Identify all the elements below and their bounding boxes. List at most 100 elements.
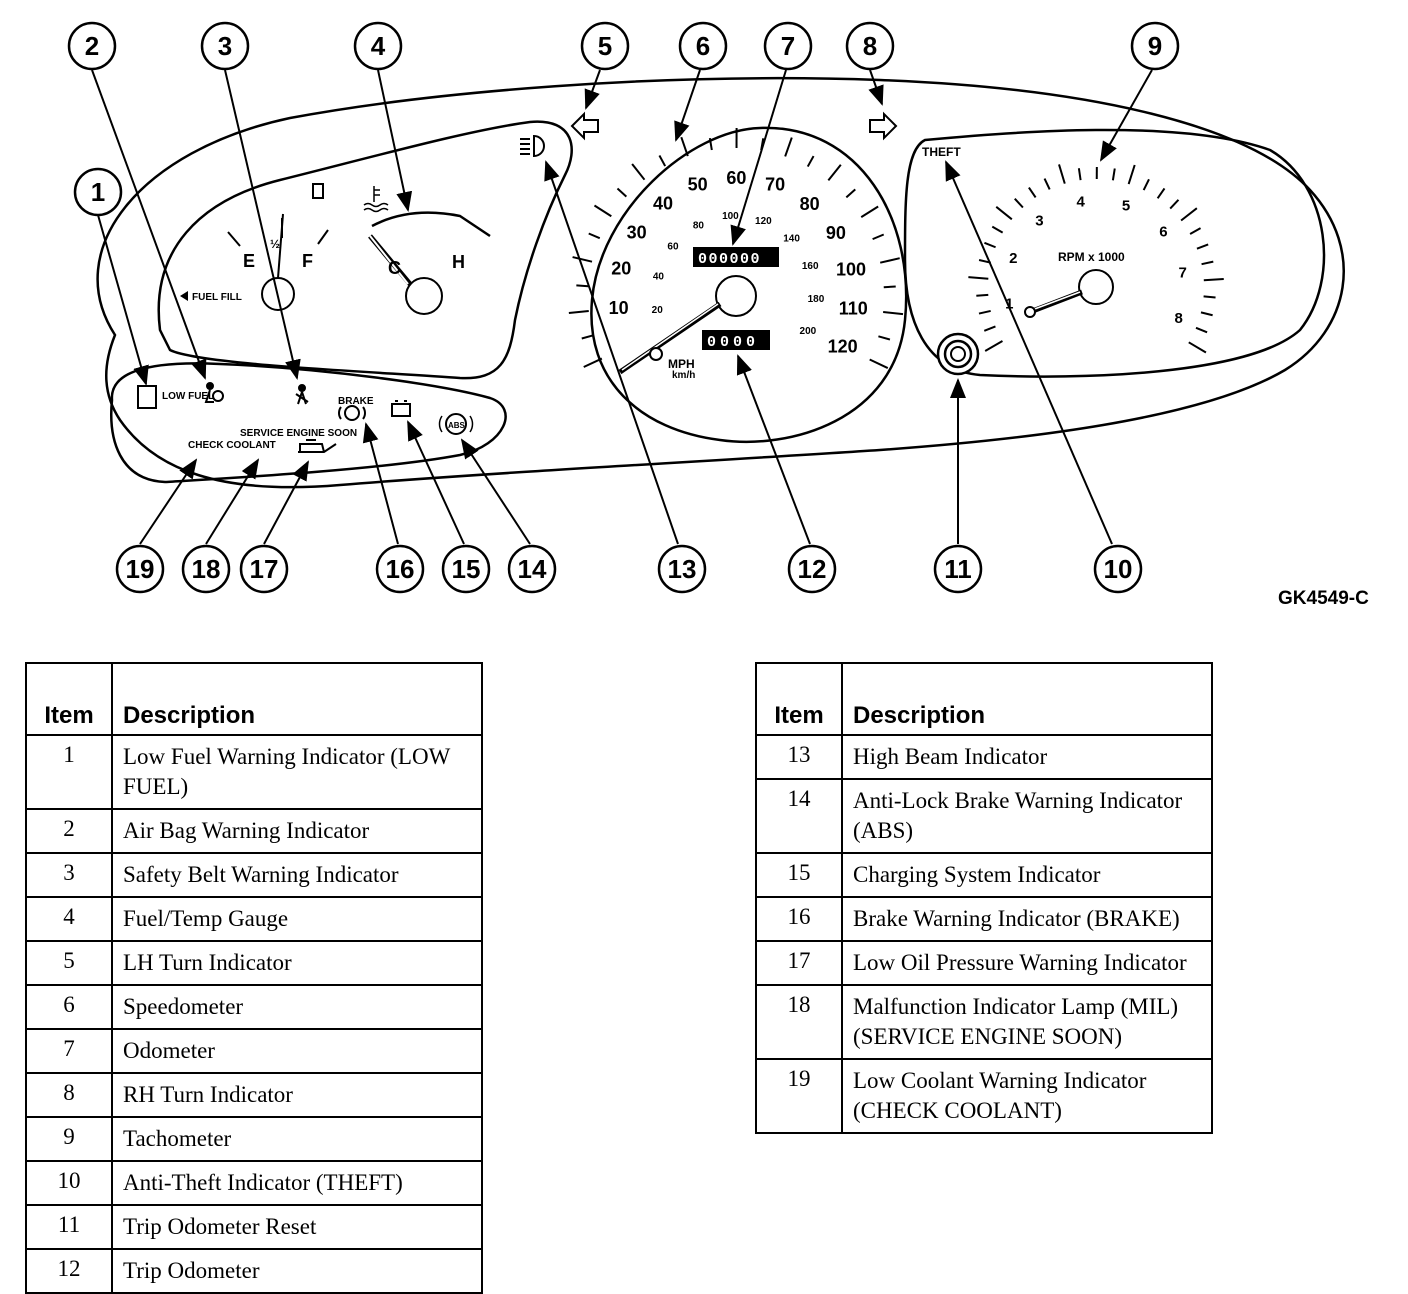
legend-item-description: Air Bag Warning Indicator [112,809,482,853]
callout-number: 4 [371,31,386,61]
fuel-pump-icon [313,184,323,198]
speedo-tick [878,336,890,339]
speedo-tick [659,156,665,167]
coolant-temp-icon [364,186,388,212]
speedo-kmh-label: 160 [802,261,819,272]
callout-5: 5 [582,23,628,69]
description-header: Description [112,663,482,735]
speedo-mph-label: 20 [611,259,631,279]
speedo-tick [880,258,899,262]
mph-label: MPH [668,357,695,371]
speedo-tick [828,165,840,181]
callout-4: 4 [355,23,401,69]
speedo-kmh-label: 60 [667,242,679,253]
legend-item-number: 6 [26,985,112,1029]
speedo-tick [884,287,896,288]
callout-10: 10 [1095,546,1141,592]
legend-item-description: Malfunction Indicator Lamp (MIL) (SERVIC… [842,985,1212,1059]
legend-item-number: 7 [26,1029,112,1073]
legend-item-description: Brake Warning Indicator (BRAKE) [842,897,1212,941]
tach-tick [1197,244,1208,248]
callout-number: 9 [1148,31,1162,61]
speedo-tick [846,189,855,197]
tach-tick [1202,262,1214,265]
legend-item-description: Safety Belt Warning Indicator [112,853,482,897]
callout-17: 17 [241,546,287,592]
lh-turn-arrow-icon [572,114,598,138]
speedo-mph-label: 70 [765,175,785,195]
legend-item-number: 14 [756,779,842,853]
tach-tick [1201,312,1213,315]
item-header: Item [756,663,842,735]
legend-item-description: High Beam Indicator [842,735,1212,779]
legend-item-description: Anti-Lock Brake Warning Indicator (ABS) [842,779,1212,853]
legend-item-description: Anti-Theft Indicator (THEFT) [112,1161,482,1205]
callout-number: 11 [944,554,972,584]
speedo-mph-label: 30 [627,222,647,242]
callout-number: 16 [386,554,415,584]
speedo-mph-label: 90 [826,223,846,243]
speedo-kmh-label: 180 [808,294,825,305]
tach-tick [968,277,988,279]
kmh-label: km/h [672,370,695,381]
temp-h-label: H [452,252,465,272]
speedo-tick [681,137,688,156]
tach-tick [1181,208,1197,220]
callout-8: 8 [847,23,893,69]
callout-number: 12 [798,554,827,584]
abs-label: ABS [448,421,466,430]
speedo-kmh-label: 200 [800,326,817,337]
tach-tick [1029,188,1036,198]
legend-item-number: 13 [756,735,842,779]
legend-item-description: LH Turn Indicator [112,941,482,985]
speedo-kmh-label: 40 [653,272,665,283]
brake-label: BRAKE [338,396,374,407]
fuel-fill-arrow-icon [180,291,188,301]
callout-number: 18 [192,554,221,584]
callout-14: 14 [509,546,555,592]
legend-item-number: 8 [26,1073,112,1117]
tach-tick [1113,168,1115,180]
legend-item-description: Charging System Indicator [842,853,1212,897]
legend-item-number: 4 [26,897,112,941]
callout-13: 13 [659,546,705,592]
fuel-half-label: ½ [270,237,280,251]
tach-tick [1204,279,1224,280]
tach-label: 4 [1077,193,1086,210]
callout-6: 6 [680,23,726,69]
fuel-e-label: E [243,251,255,271]
speedo-kmh-label: 20 [652,305,664,316]
speedo-tick [569,311,589,313]
fuel-gauge: E ½ F FUEL FILL [180,184,328,310]
callout-number: 3 [218,31,232,61]
tach-tick [992,227,1002,233]
tach-tick [984,326,995,330]
speedo-mph-label: 60 [726,168,746,188]
speedo-tick [873,235,884,240]
speedo-tick [632,164,644,180]
legend-item-description: Fuel/Temp Gauge [112,897,482,941]
temp-gauge: C H [364,186,490,314]
tach-tick [976,295,988,296]
tach-tick [1190,228,1200,234]
tach-tick [1059,164,1065,183]
warning-lamps: LOW FUEL BRAKE ABS CHECK COOLANT SERVICE… [138,383,473,452]
odometer-digits: 000000 [698,251,761,268]
legend-item-number: 17 [756,941,842,985]
tach-tick [984,243,995,247]
callout-3: 3 [202,23,248,69]
speedo-kmh-label: 120 [755,216,772,227]
legend-item-description: Speedometer [112,985,482,1029]
callout-number: 19 [126,554,155,584]
legend-item-number: 12 [26,1249,112,1293]
